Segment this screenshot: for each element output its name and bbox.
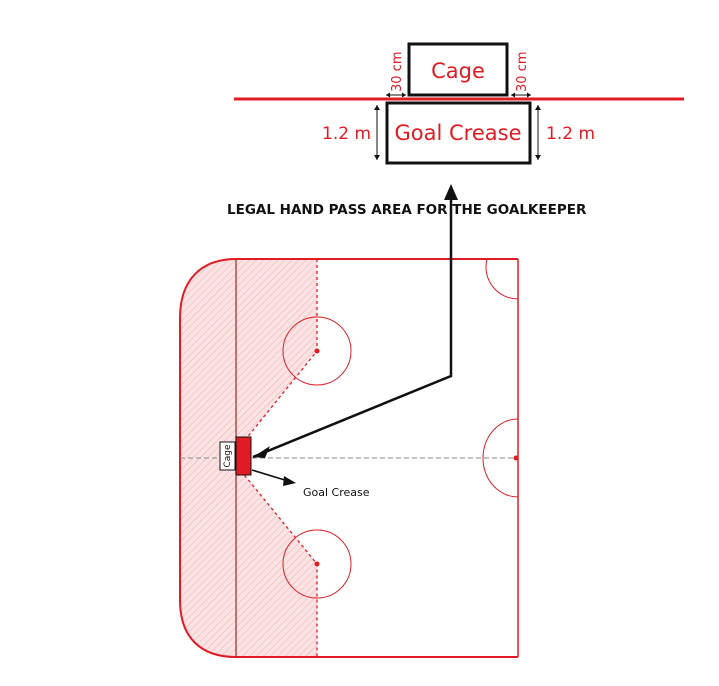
rink-goal-crease <box>235 436 252 476</box>
legal-area-shading <box>180 259 317 657</box>
goal-detail: Cage Goal Crease 30 cm 30 cm 1.2 m 1.2 m <box>234 42 684 165</box>
rink-cage <box>219 441 236 471</box>
faceoff-dot-bottom <box>314 561 320 567</box>
rink: Cage <box>179 258 519 658</box>
detail-pointer-arrow <box>252 199 453 459</box>
right-depth-label: 1.2 m <box>546 124 595 144</box>
goal-crease-label: Goal Crease <box>395 121 522 145</box>
faceoff-dot-top <box>314 348 320 354</box>
rink-cage-label: Cage <box>223 444 233 468</box>
rink-crease-callout: Goal Crease <box>303 486 370 499</box>
diagram-caption: LEGAL HAND PASS AREA FOR THE GOALKEEPER <box>227 202 587 218</box>
left-depth-label: 1.2 m <box>322 124 371 144</box>
left-gap-dimension: 30 cm <box>386 52 406 98</box>
half-circle-top-right <box>485 258 519 300</box>
left-depth-dimension: 1.2 m <box>322 105 380 160</box>
right-gap-label: 30 cm <box>515 52 530 93</box>
faceoff-circle-bottom <box>282 529 352 599</box>
crease-callout-head <box>283 476 296 486</box>
arrow-left-head <box>253 446 270 458</box>
center-dot-right <box>513 455 519 461</box>
crease-callout-arrow <box>251 469 289 482</box>
right-depth-dimension: 1.2 m <box>535 105 595 160</box>
left-gap-label: 30 cm <box>390 52 405 93</box>
right-gap-dimension: 30 cm <box>511 52 531 98</box>
goal-crease-box <box>385 101 532 165</box>
rink-boards <box>179 258 518 658</box>
cage-label: Cage <box>431 59 485 83</box>
arrow-up-head <box>444 184 458 200</box>
half-circle-center-right <box>482 418 519 498</box>
cage-box <box>407 42 509 97</box>
faceoff-circle-top <box>282 316 352 386</box>
